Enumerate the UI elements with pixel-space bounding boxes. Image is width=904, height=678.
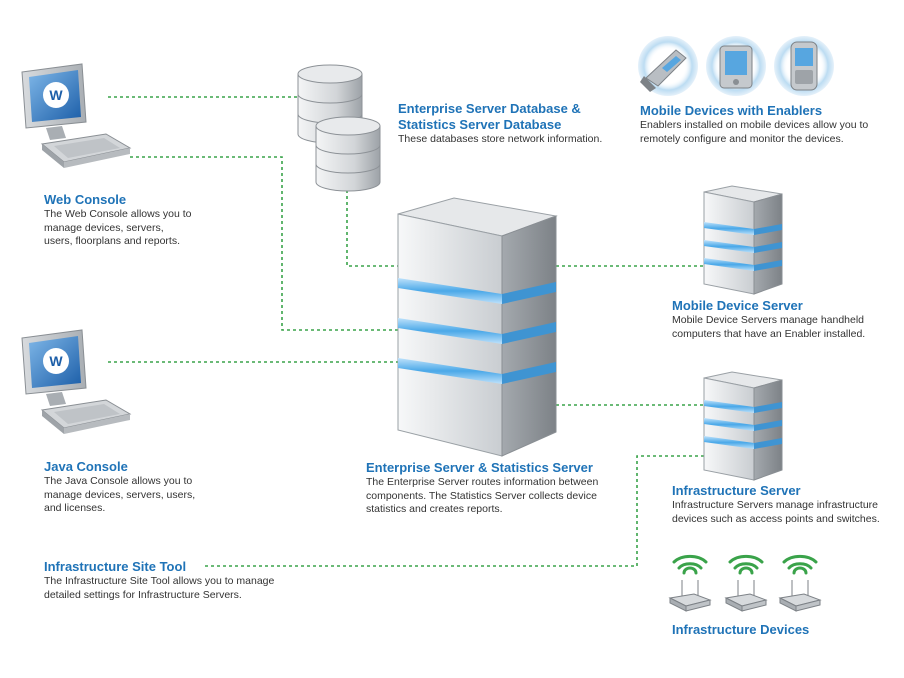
svg-text:W: W xyxy=(49,87,63,103)
mobile-device-server-title: Mobile Device Server xyxy=(672,298,803,313)
mobile-device-server-icon xyxy=(703,185,783,295)
infrastructure-server-icon xyxy=(703,371,783,481)
java-console-label: Java Console The Java Console allows you… xyxy=(44,459,202,516)
wifi-icon xyxy=(672,554,708,575)
database-icon xyxy=(297,64,381,192)
svg-text:W: W xyxy=(49,353,63,369)
database-title-line2: Statistics Server Database xyxy=(398,117,562,132)
mobile-device-server-desc: Mobile Device Servers manage handheld co… xyxy=(672,314,866,340)
infrastructure-devices-label: Infrastructure Devices xyxy=(672,622,872,638)
database-title-line1: Enterprise Server Database & xyxy=(398,101,581,116)
database-desc: These databases store network informatio… xyxy=(398,133,603,145)
web-console-label: Web Console The Web Console allows you t… xyxy=(44,192,194,249)
infrastructure-devices-icon xyxy=(668,554,822,612)
enterprise-server-label: Enterprise Server & Statistics Server Th… xyxy=(366,460,616,517)
site-tool-label: Infrastructure Site Tool The Infrastruct… xyxy=(44,559,284,602)
web-console-title: Web Console xyxy=(44,192,127,207)
access-point-icon xyxy=(668,580,712,612)
java-console-desc: The Java Console allows you to manage de… xyxy=(44,475,196,514)
mobile-devices-title: Mobile Devices with Enablers xyxy=(640,103,823,118)
infrastructure-server-desc: Infrastructure Servers manage infrastruc… xyxy=(672,499,880,525)
mobile-devices-label: Mobile Devices with Enablers Enablers in… xyxy=(640,103,870,146)
enterprise-server-icon xyxy=(397,197,558,457)
infrastructure-server-label: Infrastructure Server Infrastructure Ser… xyxy=(672,483,886,526)
java-console-monitor-icon: W xyxy=(21,329,132,434)
database-label: Enterprise Server Database & Statistics … xyxy=(398,101,628,147)
link-database-enterprise xyxy=(346,190,400,267)
handheld-phone-icon xyxy=(774,36,834,96)
mobile-device-server-label: Mobile Device Server Mobile Device Serve… xyxy=(672,298,872,341)
handheld-pda-icon xyxy=(706,36,766,96)
enterprise-server-title: Enterprise Server & Statistics Server xyxy=(366,460,593,475)
web-console-desc: The Web Console allows you to manage dev… xyxy=(44,208,192,247)
mobile-devices-desc: Enablers installed on mobile devices all… xyxy=(640,119,869,145)
enterprise-server-desc: The Enterprise Server routes information… xyxy=(366,476,599,515)
site-tool-title: Infrastructure Site Tool xyxy=(44,559,187,574)
handheld-scanner-icon xyxy=(638,36,698,96)
web-console-monitor-icon: W xyxy=(21,63,132,168)
infrastructure-server-title: Infrastructure Server xyxy=(672,483,801,498)
site-tool-desc: The Infrastructure Site Tool allows you … xyxy=(44,575,275,601)
java-console-title: Java Console xyxy=(44,459,128,474)
infrastructure-devices-title: Infrastructure Devices xyxy=(672,622,810,637)
link-web-console-enterprise xyxy=(130,156,400,331)
link-site-tool-infra xyxy=(205,455,706,567)
mobile-devices-icon xyxy=(638,36,834,96)
